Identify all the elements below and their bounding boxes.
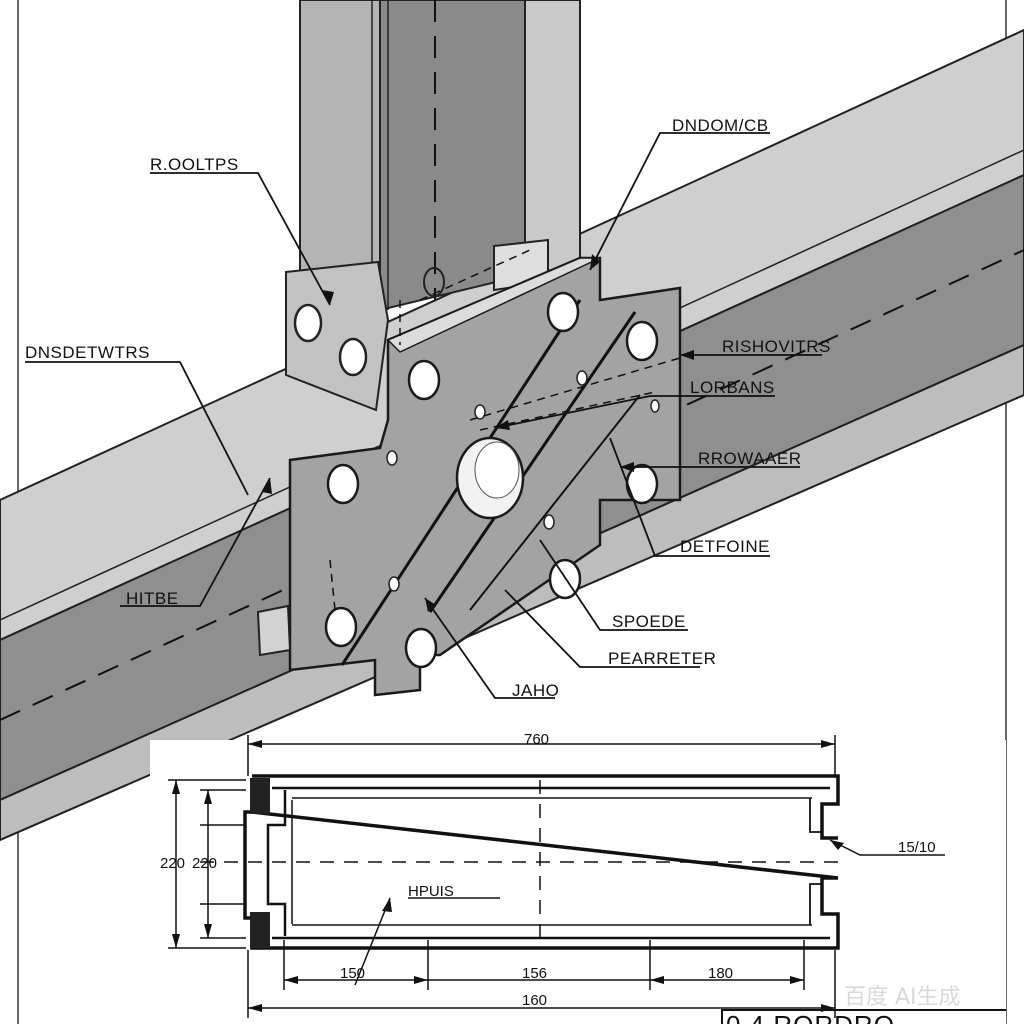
callout-dnsdetwtrs: DNSDETWTRS xyxy=(25,343,150,362)
callout-rishovitrs: RISHOVITRS xyxy=(722,337,831,356)
bolt-hole xyxy=(546,291,580,333)
small-holes xyxy=(386,370,660,592)
watermark: 百度 AI生成 xyxy=(844,985,961,1010)
title-block-text: 0 4 RORDRO xyxy=(726,1010,895,1024)
bolt-hole xyxy=(625,320,659,362)
leader-lines xyxy=(25,132,822,699)
dim-bottom-total: 160 xyxy=(522,992,547,1009)
callout-spoede: SPOEDE xyxy=(612,612,686,631)
bolt-hole xyxy=(404,627,438,669)
end-block-bottom xyxy=(250,912,270,948)
bolt-hole xyxy=(293,303,323,343)
bolt-hole xyxy=(338,337,368,377)
dim-right-note: 15/10 xyxy=(898,839,936,856)
column-right-flange xyxy=(524,0,581,277)
dim-left-outer: 220 xyxy=(160,855,185,872)
beam-centerline xyxy=(0,249,1024,721)
title-block-frame xyxy=(721,1009,1006,1024)
callout-rrowaaer: RROWAAER xyxy=(698,449,802,468)
dim-bottom-3: 180 xyxy=(708,965,733,982)
callout-lorbans: LORBANS xyxy=(690,378,775,397)
callout-jaho: JAHO xyxy=(512,681,559,700)
bolt-hole xyxy=(326,463,360,505)
callout-hitbe: HITBE xyxy=(126,589,179,608)
inner-label-hpuis: HPUIS xyxy=(408,883,454,900)
dim-bottom-1: 150 xyxy=(340,965,365,982)
bolt-nut xyxy=(256,604,292,657)
callout-r-ooltps: R.OOLTPS xyxy=(150,155,239,174)
bolt-hole xyxy=(407,359,441,401)
dim-bottom-2: 156 xyxy=(522,965,547,982)
end-block-top xyxy=(250,778,270,814)
dim-top: 760 xyxy=(524,731,549,748)
section-view: 760 220 220 15/10 xyxy=(150,731,1006,1024)
steel-connection-3d: R.OOLTPS DNDOM/CB DNSDETWTRS RISHOVITRS … xyxy=(0,0,1024,842)
construction-lines xyxy=(329,249,691,611)
bolt-hole xyxy=(324,606,358,648)
callout-pearreter: PEARRETER xyxy=(608,649,716,668)
callout-dndom-cb: DNDOM/CB xyxy=(672,116,769,135)
callout-detfoine: DETFOINE xyxy=(680,537,770,556)
dim-left-inner: 220 xyxy=(192,855,217,872)
clip-angle-left xyxy=(285,260,390,412)
channel-inner xyxy=(266,786,830,940)
